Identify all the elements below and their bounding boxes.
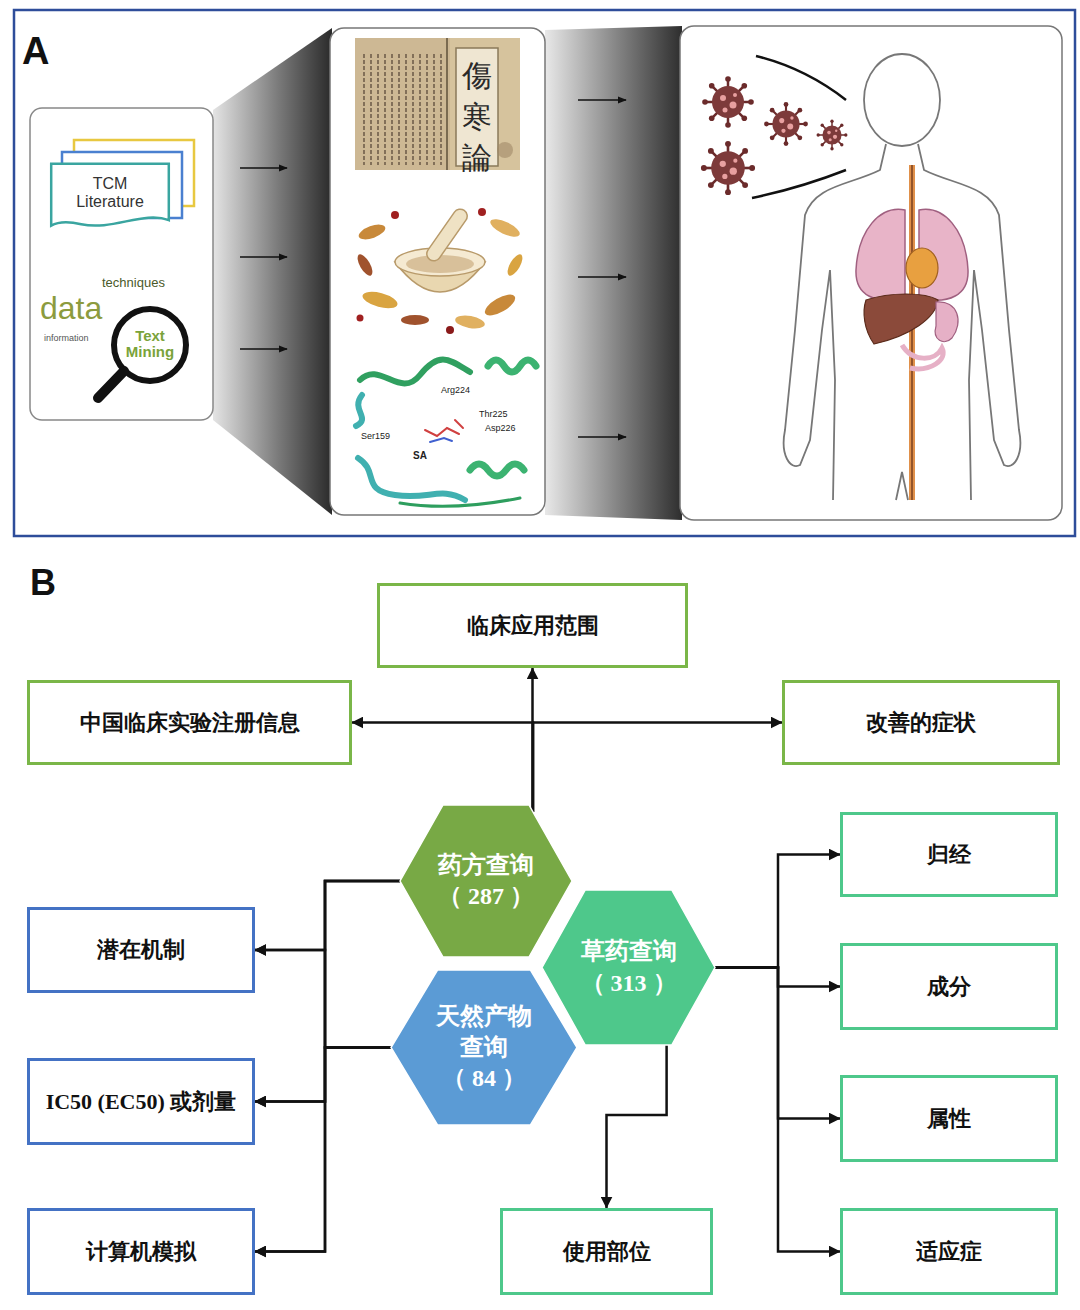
- hexagon-outline: [400, 805, 572, 957]
- document-shape: TCM Literature: [50, 163, 170, 231]
- residue-label: Asp226: [484, 423, 517, 433]
- connector-arrow: [255, 881, 400, 950]
- node-label: IC50 (EC50) 或剂量: [46, 1088, 237, 1116]
- info-box: 中国临床实验注册信息: [27, 680, 352, 765]
- node-label: 归经: [927, 841, 971, 869]
- info-box: 使用部位: [500, 1208, 713, 1295]
- info-box: 临床应用范围: [377, 583, 688, 668]
- connector-arrow: [607, 1045, 667, 1208]
- residue-label: Ser159: [360, 431, 391, 441]
- book-title: 傷寒論: [462, 56, 492, 179]
- node-label: 使用部位: [563, 1238, 651, 1266]
- node-label: 适应症: [916, 1238, 982, 1266]
- connector-arrow: [715, 968, 840, 1252]
- node-text-group: 适应症: [916, 1238, 982, 1266]
- query-hexagon: 草药查询（ 313 ）: [542, 890, 715, 1045]
- node-text-group: 潜在机制: [97, 936, 185, 964]
- panel-letter: A: [22, 30, 49, 73]
- info-box: IC50 (EC50) 或剂量: [27, 1058, 255, 1145]
- node-text-group: 药方查询（ 287 ）: [438, 850, 534, 912]
- info-box: 计算机模拟: [27, 1208, 255, 1295]
- ligand-label: SA: [412, 450, 428, 462]
- node-label: 中国临床实验注册信息: [80, 709, 300, 737]
- node-label: TCM Literature: [70, 175, 150, 212]
- node-text-group: 属性: [927, 1105, 971, 1133]
- node-text-group: 使用部位: [563, 1238, 651, 1266]
- query-hexagon: 药方查询（ 287 ）: [400, 805, 572, 957]
- info-box: 归经: [840, 812, 1058, 897]
- connector-arrow: [255, 950, 391, 1048]
- node-text-group: 归经: [927, 841, 971, 869]
- panel-letter: B: [30, 562, 56, 604]
- node-text-group: 成分: [927, 973, 971, 1001]
- node-text-group: 计算机模拟: [86, 1238, 196, 1266]
- node-label: 属性: [927, 1105, 971, 1133]
- connector-arrow: [255, 1048, 391, 1102]
- node-text-group: 临床应用范围: [467, 612, 599, 640]
- connector-arrow: [255, 881, 400, 1252]
- node-text-group: IC50 (EC50) 或剂量: [46, 1088, 237, 1116]
- node-count: （ 84 ）: [424, 1063, 544, 1094]
- node-label: 药方查询: [438, 850, 534, 881]
- node-label: 改善的症状: [866, 709, 976, 737]
- hexagon-outline: [542, 890, 715, 1045]
- hexagon-shape: [391, 970, 577, 1125]
- residue-label: Arg224: [440, 385, 471, 395]
- word-cloud-word: data: [40, 290, 102, 327]
- node-label: 草药查询: [581, 936, 677, 967]
- info-box: 潜在机制: [27, 907, 255, 993]
- connector-arrow: [715, 855, 840, 968]
- connector-arrow: [352, 723, 533, 813]
- node-label: 成分: [927, 973, 971, 1001]
- info-box: 适应症: [840, 1208, 1058, 1295]
- node-label: 临床应用范围: [467, 612, 599, 640]
- document-shape: [51, 164, 169, 226]
- word-cloud-word: Text Mining: [117, 328, 183, 360]
- query-hexagon: 天然产物 查询（ 84 ）: [391, 970, 577, 1125]
- node-text-group: 天然产物 查询（ 84 ）: [424, 1001, 544, 1095]
- node-count: （ 313 ）: [581, 968, 677, 999]
- node-label: 潜在机制: [97, 936, 185, 964]
- hexagon-shape: [400, 805, 572, 957]
- node-text-group: 改善的症状: [866, 709, 976, 737]
- info-box: 改善的症状: [782, 680, 1060, 765]
- node-label: 计算机模拟: [86, 1238, 196, 1266]
- connector-arrow: [255, 881, 400, 1102]
- node-text-group: 中国临床实验注册信息: [80, 709, 300, 737]
- word-cloud-word: techniques: [102, 276, 165, 291]
- hexagon-shape: [542, 890, 715, 1045]
- residue-label: Thr225: [478, 409, 509, 419]
- node-text-group: TCM Literature: [70, 175, 150, 212]
- info-box: 属性: [840, 1075, 1058, 1162]
- node-label: 天然产物 查询: [424, 1001, 544, 1063]
- word-cloud-word: information: [44, 333, 89, 343]
- node-text-group: 草药查询（ 313 ）: [581, 936, 677, 998]
- connector-arrow: [533, 723, 782, 813]
- node-count: （ 287 ）: [438, 881, 534, 912]
- connector-arrow: [255, 1048, 391, 1252]
- info-box: 成分: [840, 943, 1058, 1030]
